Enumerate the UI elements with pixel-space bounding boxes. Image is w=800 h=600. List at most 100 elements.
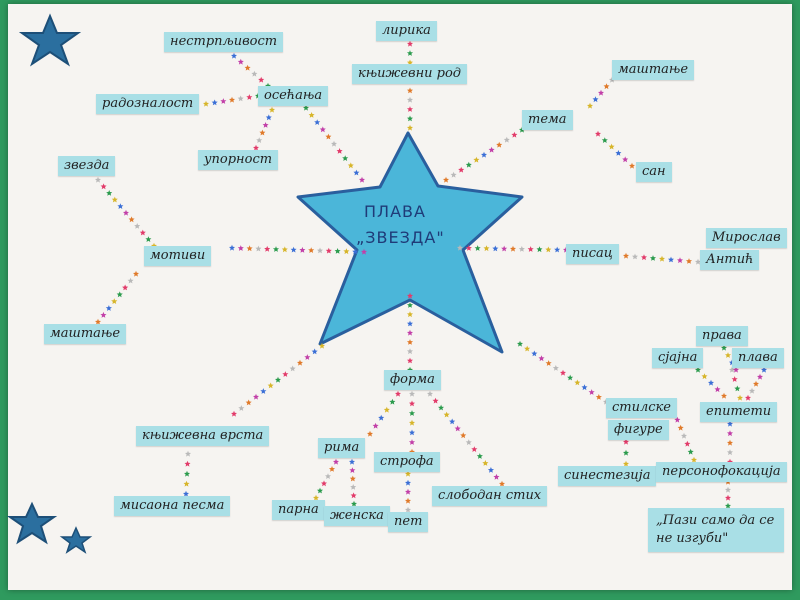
- sequin-star-icon: [465, 161, 472, 168]
- sequin-star-icon: [95, 176, 101, 183]
- sequin-star-icon: [325, 247, 332, 254]
- sequin-star-icon: [465, 439, 472, 446]
- label-personifikacija: персонофокација: [656, 462, 787, 482]
- sequin-star-icon: [237, 58, 244, 65]
- sequin-star-icon: [608, 143, 615, 150]
- sequin-star-icon: [253, 144, 259, 151]
- sequin-star-icon: [139, 229, 146, 236]
- label-osecanja: осећања: [258, 86, 329, 106]
- sequin-star-icon: [517, 340, 523, 347]
- sequin-star-icon: [592, 96, 599, 103]
- sequin-star-icon: [527, 246, 534, 252]
- corner-star-bottom-left-small-icon: [59, 526, 93, 554]
- sequin-star-icon: [510, 245, 516, 252]
- sequin-star-icon: [336, 148, 343, 154]
- label-sjajna: сјајна: [652, 348, 704, 368]
- sequin-star-icon: [409, 400, 415, 407]
- sequin-star-icon: [701, 373, 708, 380]
- sequin-star-icon: [127, 277, 134, 284]
- sequin-star-icon: [133, 270, 139, 277]
- sequin-star-icon: [684, 440, 691, 447]
- sequin-star-icon: [598, 89, 604, 96]
- sequin-star-icon: [729, 366, 735, 373]
- sequin-star-icon: [100, 311, 107, 318]
- sequin-star-icon: [409, 429, 415, 436]
- sequin-star-icon: [349, 475, 356, 482]
- sequin-star-icon: [499, 480, 505, 487]
- sequin-star-icon: [260, 388, 267, 394]
- sequin-star-icon: [465, 245, 472, 251]
- sequin-star-icon: [681, 432, 687, 439]
- sequin-star-icon: [246, 245, 253, 252]
- sequin-star-icon: [350, 484, 357, 490]
- sequin-star-icon: [438, 404, 445, 411]
- sequin-star-icon: [134, 223, 141, 229]
- sequin-star-icon: [552, 365, 559, 371]
- label-pisac: писац: [566, 244, 619, 264]
- sequin-star-icon: [753, 380, 759, 387]
- sequin-star-icon: [259, 129, 266, 136]
- sequin-star-icon: [623, 460, 629, 467]
- sequin-star-icon: [471, 446, 478, 452]
- sequin-star-icon: [554, 246, 561, 253]
- sequin-star-icon: [721, 392, 727, 399]
- label-quote: „Пази само да се не изгуби": [648, 508, 784, 552]
- sequin-star-icon: [545, 246, 552, 253]
- sequin-star-icon: [409, 419, 415, 426]
- sequin-star-icon: [275, 376, 281, 383]
- label-zenska: женска: [324, 506, 390, 526]
- sequin-star-icon: [725, 494, 731, 501]
- sequin-star-icon: [352, 248, 359, 255]
- label-misaona-pesma: мисаона песма: [114, 496, 231, 516]
- sequin-star-icon: [116, 291, 123, 298]
- sequin-star-icon: [106, 190, 113, 196]
- sequin-star-icon: [761, 366, 767, 373]
- sequin-star-icon: [255, 245, 262, 252]
- sequin-star-icon: [267, 382, 274, 389]
- sequin-star-icon: [632, 253, 638, 260]
- sequin-star-icon: [245, 399, 252, 406]
- corner-star-bottom-left-icon: [6, 501, 58, 545]
- sequin-star-icon: [297, 359, 303, 366]
- label-tema: тема: [522, 110, 573, 130]
- sequin-star-icon: [251, 70, 258, 77]
- sequin-star-icon: [264, 245, 271, 252]
- sequin-star-icon: [457, 244, 463, 251]
- sequin-star-icon: [493, 473, 500, 480]
- sequin-star-icon: [100, 183, 107, 190]
- sequin-star-icon: [407, 96, 413, 103]
- sequin-star-icon: [545, 360, 552, 366]
- sequin-star-icon: [407, 87, 413, 94]
- sequin-star-icon: [487, 467, 494, 473]
- label-upornost: упорност: [198, 150, 279, 170]
- sequin-star-icon: [615, 150, 622, 156]
- sequin-star-icon: [282, 371, 289, 377]
- sequin-star-icon: [623, 449, 629, 456]
- sequin-star-icon: [407, 124, 413, 131]
- sequin-star-icon: [407, 50, 413, 56]
- label-zvezda: звезда: [58, 156, 116, 176]
- sequin-star-icon: [237, 95, 244, 102]
- sequin-star-icon: [289, 365, 296, 372]
- sequin-star-icon: [372, 422, 379, 429]
- star-title-line1: ПЛАВА: [364, 202, 426, 221]
- sequin-star-icon: [229, 244, 235, 251]
- sequin-star-icon: [737, 394, 743, 401]
- sequin-star-icon: [432, 397, 439, 404]
- label-plava: плава: [732, 348, 784, 368]
- sequin-star-icon: [659, 255, 665, 262]
- sequin-star-icon: [273, 246, 279, 252]
- sequin-star-icon: [603, 83, 610, 90]
- sequin-star-icon: [308, 247, 315, 253]
- sequin-star-icon: [105, 305, 112, 311]
- sequin-star-icon: [623, 252, 629, 259]
- central-star-icon: [296, 131, 524, 354]
- label-stilske: стилске: [606, 398, 677, 418]
- sequin-star-icon: [290, 246, 297, 253]
- label-slobodan-stih: слободан стих: [432, 486, 548, 506]
- sequin-star-icon: [581, 384, 588, 391]
- sequin-star-icon: [238, 405, 245, 411]
- sequin-star-icon: [407, 311, 413, 318]
- sequin-star-icon: [407, 106, 413, 112]
